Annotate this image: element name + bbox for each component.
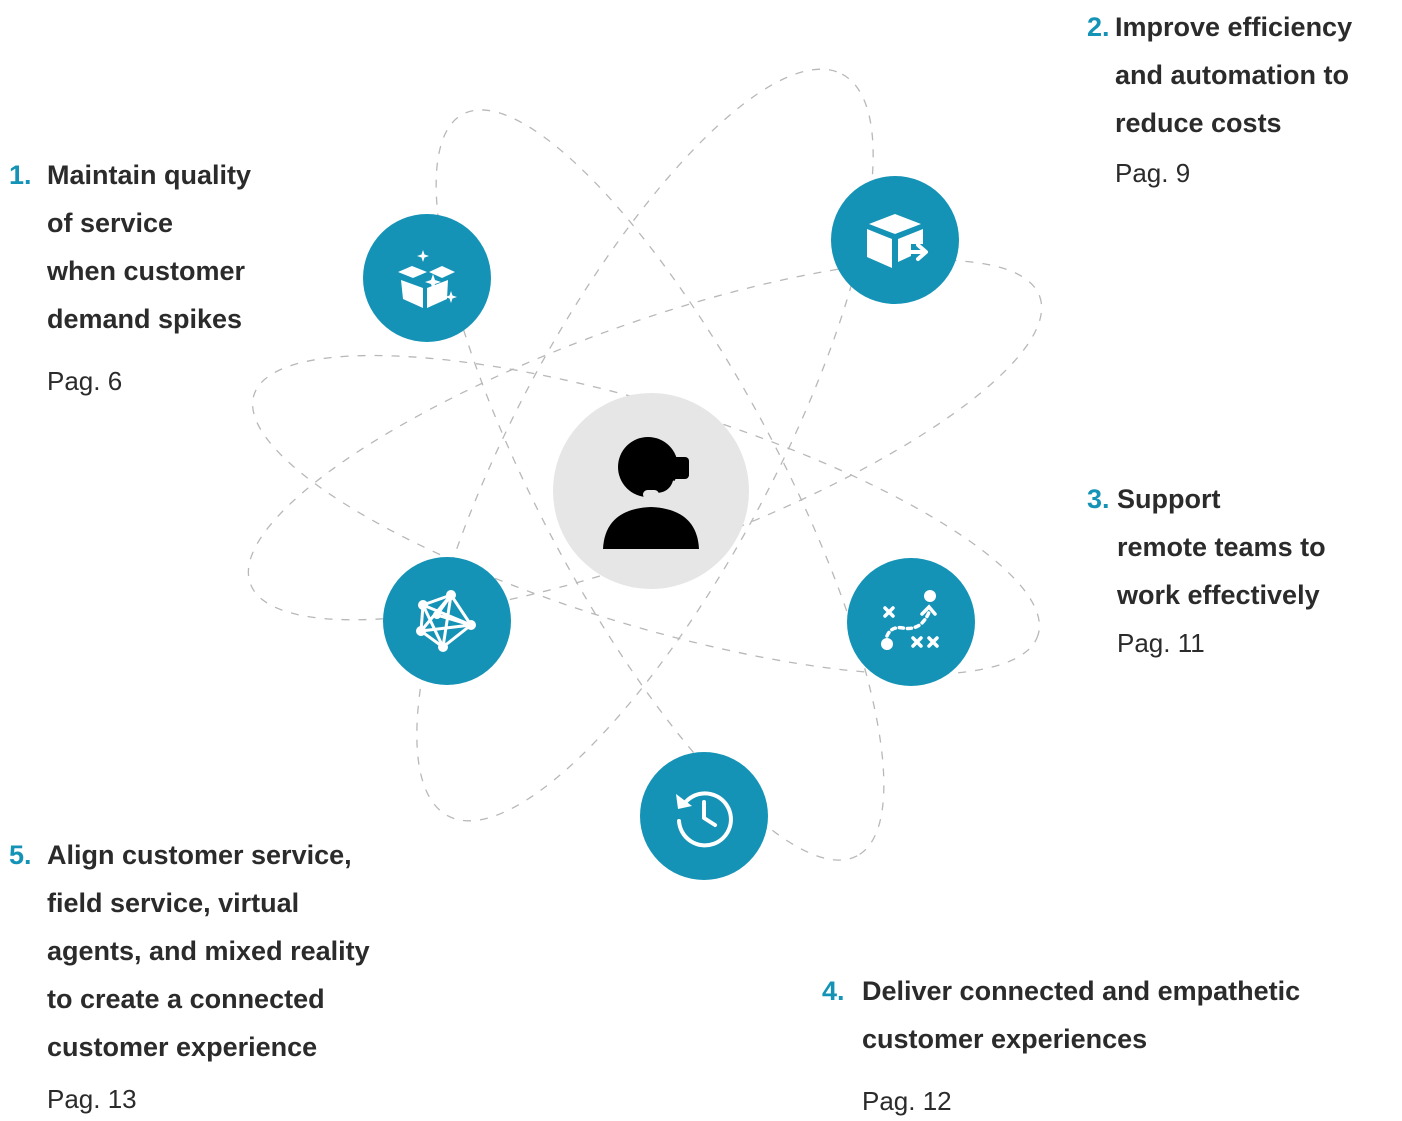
goal-number: 1. — [9, 160, 32, 190]
goal-1-icon-button[interactable] — [363, 214, 491, 342]
page-link[interactable]: Pag. 13 — [47, 1084, 137, 1114]
goal-3-label: 3. Support remote teams to work effectiv… — [1087, 475, 1397, 659]
goal-text: Support remote teams to work effectively — [1117, 484, 1326, 610]
goal-title: 5. Align customer service, field service… — [9, 831, 439, 1071]
goal-title: 3. Support remote teams to work effectiv… — [1087, 475, 1397, 619]
goal-4-icon-button[interactable] — [640, 752, 768, 880]
page-link[interactable]: Pag. 9 — [1115, 158, 1191, 188]
goal-text: Maintain quality of service when custome… — [47, 160, 252, 334]
goal-number: 5. — [9, 840, 32, 870]
gift-box-sparkle-icon — [398, 250, 457, 308]
goal-text: Improve efficiency and automation to red… — [1115, 12, 1353, 138]
goal-5-label: 5. Align customer service, field service… — [9, 831, 439, 1115]
customer-service-agent-icon — [603, 437, 699, 549]
goal-3-icon-button[interactable] — [847, 558, 975, 686]
page-link[interactable]: Pag. 6 — [47, 366, 123, 396]
goal-number: 3. — [1087, 484, 1110, 514]
strategy-play-icon — [881, 590, 939, 650]
orbit-ring — [435, 109, 885, 861]
orbit-ring — [247, 259, 1043, 621]
goal-title: 2. Improve efficiency and automation to … — [1087, 3, 1402, 147]
package-arrow-icon — [867, 214, 928, 268]
orbit-ring — [416, 68, 874, 822]
goal-4-label: 4. Deliver connected and empathetic cust… — [822, 967, 1392, 1117]
goal-number: 2. — [1087, 12, 1110, 42]
goal-5-icon-button[interactable] — [383, 557, 511, 685]
goal-text: Deliver connected and empathetic custome… — [862, 976, 1301, 1054]
goal-1-label: 1. Maintain quality of service when cust… — [9, 151, 309, 397]
page-link[interactable]: Pag. 12 — [862, 1086, 952, 1116]
goal-2-icon-button[interactable] — [831, 176, 959, 304]
network-graph-icon — [416, 590, 476, 652]
history-clock-icon — [676, 791, 733, 848]
goal-text: Align customer service, field service, v… — [47, 840, 370, 1062]
goal-number: 4. — [822, 976, 845, 1006]
goal-2-label: 2. Improve efficiency and automation to … — [1087, 3, 1402, 189]
center-agent-circle — [553, 393, 749, 589]
goal-title: 1. Maintain quality of service when cust… — [9, 151, 309, 343]
goal-title: 4. Deliver connected and empathetic cust… — [822, 967, 1392, 1063]
page-link[interactable]: Pag. 11 — [1117, 628, 1205, 658]
